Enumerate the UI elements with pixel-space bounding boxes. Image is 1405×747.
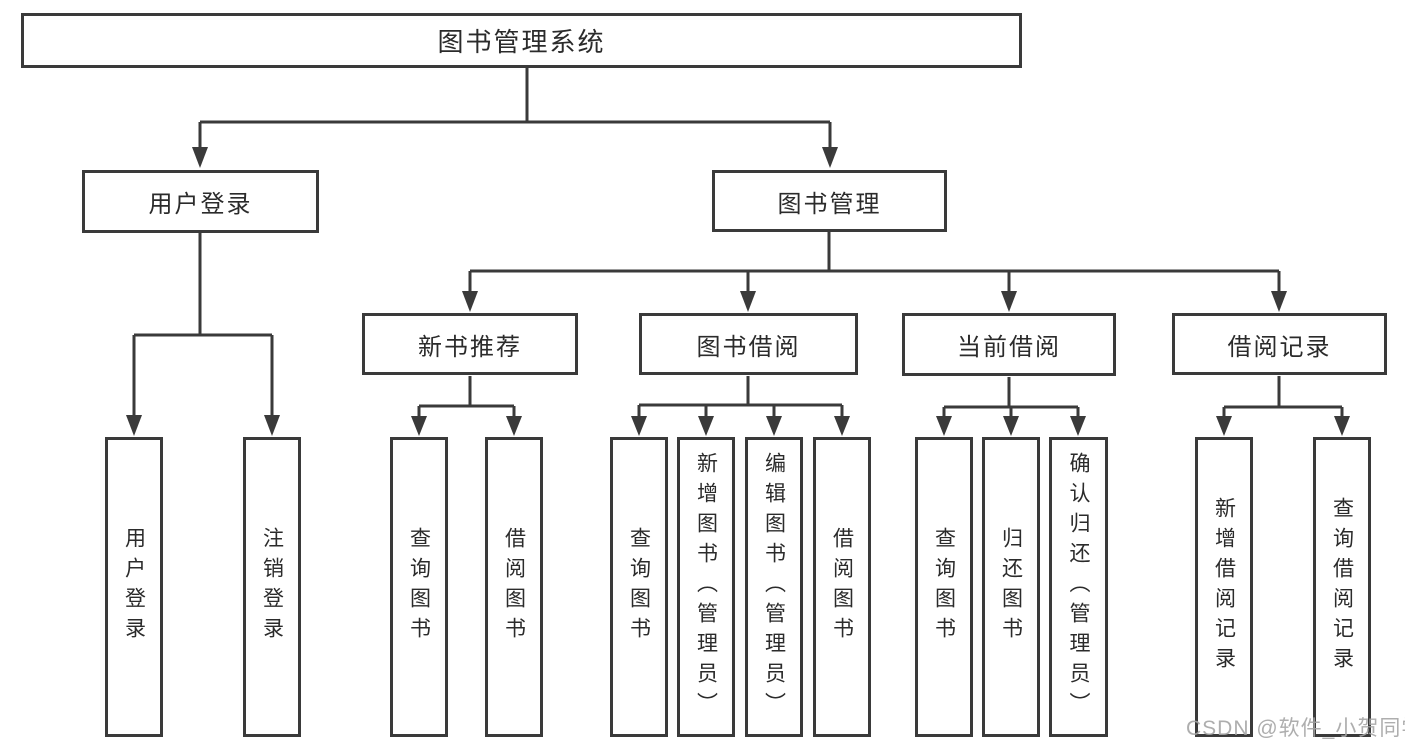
node-borrow-records: 借阅记录 xyxy=(1172,313,1387,375)
node-current-borrow: 当前借阅 xyxy=(902,313,1116,376)
leaf-logout: 注销登录 xyxy=(243,437,301,737)
node-label: 新增借阅记录 xyxy=(1212,497,1236,677)
leaf-return-books: 归还图书 xyxy=(982,437,1040,737)
leaf-query-books-recommend: 查询图书 xyxy=(390,437,448,737)
node-label: 借阅记录 xyxy=(1227,333,1332,361)
node-label: 图书管理 xyxy=(777,190,882,218)
leaf-borrow-books-recommend: 借阅图书 xyxy=(485,437,543,737)
leaf-query-borrow-record: 查询借阅记录 xyxy=(1313,437,1371,737)
node-user-login: 用户登录 xyxy=(82,170,319,233)
leaf-add-borrow-record: 新增借阅记录 xyxy=(1195,437,1253,737)
csdn-watermark: CSDN @软件_小贺同学 xyxy=(1186,717,1405,740)
node-label: 图书借阅 xyxy=(696,333,801,361)
node-label: 用户登录 xyxy=(148,191,253,218)
node-label: 查询借阅记录 xyxy=(1330,497,1354,677)
node-new-book-recommend: 新书推荐 xyxy=(362,313,578,375)
node-label: 编辑图书（管理员） xyxy=(762,452,786,722)
leaf-confirm-return-admin: 确认归还（管理员） xyxy=(1049,437,1108,737)
leaf-user-login: 用户登录 xyxy=(105,437,163,737)
leaf-query-books-borrow: 查询图书 xyxy=(610,437,668,737)
node-label: 借阅图书 xyxy=(502,527,526,647)
node-label: 新增图书（管理员） xyxy=(694,452,718,722)
node-label: 确认归还（管理员） xyxy=(1067,452,1090,722)
node-label: 图书管理系统 xyxy=(437,27,606,57)
node-label: 借阅图书 xyxy=(830,527,854,647)
node-library-management-system: 图书管理系统 xyxy=(21,13,1022,68)
node-label: 注销登录 xyxy=(260,527,284,647)
leaf-borrow-books: 借阅图书 xyxy=(813,437,871,737)
node-book-borrow: 图书借阅 xyxy=(639,313,858,375)
node-label: 查询图书 xyxy=(932,527,956,647)
node-label: 新书推荐 xyxy=(418,333,522,361)
node-label: 当前借阅 xyxy=(957,334,1061,361)
leaf-edit-books-admin: 编辑图书（管理员） xyxy=(745,437,803,737)
node-label: 归还图书 xyxy=(999,527,1023,647)
node-label: 查询图书 xyxy=(407,527,431,647)
node-label: 查询图书 xyxy=(627,527,651,647)
node-book-management: 图书管理 xyxy=(712,170,947,232)
leaf-query-books-current: 查询图书 xyxy=(915,437,973,737)
leaf-add-books-admin: 新增图书（管理员） xyxy=(677,437,735,737)
node-label: 用户登录 xyxy=(122,527,146,647)
